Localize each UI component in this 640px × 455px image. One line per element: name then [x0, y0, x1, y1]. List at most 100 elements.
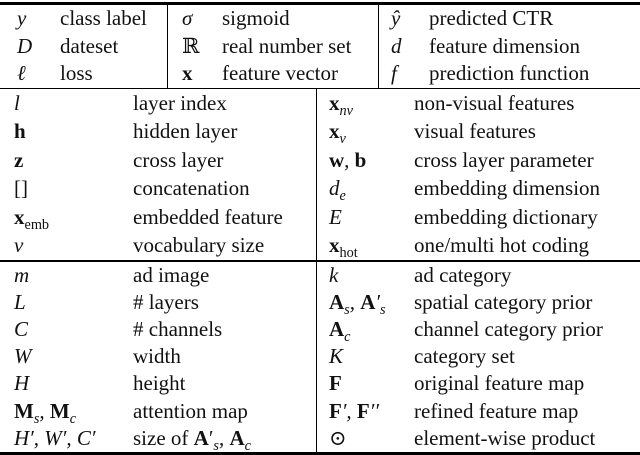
notation-row: z cross layer: [14, 146, 316, 175]
notation-symbol: W: [14, 344, 32, 369]
notation-definition: non-visual features: [414, 90, 575, 115]
notation-definition: ad category: [414, 262, 512, 287]
notation-definition: element-wise product: [414, 425, 596, 450]
notation-symbol: w, b: [329, 147, 367, 172]
notation-row: Ms, Mc attention map: [14, 397, 316, 427]
notation-symbol: ℝ: [182, 33, 200, 58]
notation-symbol: ŷ: [391, 6, 401, 31]
notation-row: As, A′s spatial category prior: [329, 289, 640, 318]
notation-definition: feature vector: [222, 61, 339, 86]
notation-definition: attention map: [133, 398, 248, 423]
notation-row: C # channels: [14, 316, 316, 343]
notation-definition: vocabulary size: [133, 233, 265, 258]
notation-row: Ac channel category prior: [329, 316, 640, 346]
horizontal-rule-section-2: [0, 260, 640, 262]
notation-symbol: C: [14, 316, 29, 341]
notation-symbol: xhot: [329, 233, 358, 262]
notation-row: xhot one/multi hot coding: [329, 232, 640, 262]
notation-definition: feature dimension: [429, 33, 581, 58]
notation-symbol: H′, W′, C′: [14, 425, 96, 450]
horizontal-rule-bottom: [0, 451, 640, 455]
notation-definition: concatenation: [133, 176, 250, 201]
notation-definition: width: [133, 344, 181, 369]
notation-symbol: Ms, Mc: [14, 398, 77, 427]
notation-symbol: z: [14, 147, 24, 172]
notation-definition: dateset: [60, 33, 119, 58]
notation-definition: predicted CTR: [429, 6, 554, 31]
notation-symbol: v: [14, 233, 24, 258]
notation-symbol: y: [17, 6, 27, 31]
notation-definition: sigmoid: [222, 6, 290, 31]
notation-row: ⊙element-wise product: [329, 425, 640, 452]
notation-definition: hidden layer: [133, 119, 238, 144]
notation-symbol: L: [14, 289, 26, 314]
notation-row: xemb embedded feature: [14, 203, 316, 232]
notation-row: H′, W′, C′ size of A′s, Ac: [14, 425, 316, 454]
notation-definition: refined feature map: [414, 398, 579, 423]
notation-symbol: ℓ: [17, 61, 26, 86]
notation-symbol: As, A′s: [329, 289, 386, 318]
notation-definition: original feature map: [414, 371, 585, 396]
notation-symbol: K: [329, 344, 344, 369]
notation-definition: spatial category prior: [414, 289, 593, 314]
notation-symbol: σ: [182, 6, 193, 31]
notation-symbol: d: [391, 33, 402, 58]
notation-symbol: []: [14, 176, 28, 201]
notation-definition: # channels: [133, 316, 223, 341]
notation-definition: category set: [414, 344, 515, 369]
notation-definition: cross layer: [133, 147, 224, 172]
notation-symbol: F′, F′′: [329, 398, 379, 423]
notation-row: m ad image: [14, 262, 316, 289]
notation-symbol: m: [14, 262, 30, 287]
notation-row: F′, F′′ refined feature map: [329, 397, 640, 424]
notation-symbol: xnv: [329, 90, 353, 119]
notation-definition: layer index: [133, 90, 227, 115]
notation-row: h hidden layer: [14, 118, 316, 147]
notation-definition: visual features: [414, 119, 536, 144]
notation-symbol: xv: [329, 119, 346, 148]
notation-definition: class label: [60, 6, 147, 31]
notation-symbol: f: [391, 61, 397, 86]
notation-symbol: xemb: [14, 204, 50, 233]
notation-definition: embedded feature: [133, 204, 283, 229]
notation-symbol: D: [17, 33, 33, 58]
horizontal-rule-section-1: [0, 87, 640, 89]
notation-row: v vocabulary size: [14, 232, 316, 261]
notation-definition: channel category prior: [414, 316, 603, 341]
notation-definition: one/multi hot coding: [414, 233, 589, 258]
notation-symbol: h: [14, 119, 26, 144]
notation-definition: size of A′s, Ac: [133, 425, 251, 454]
notation-definition: ad image: [133, 262, 210, 287]
notation-symbol: Ac: [329, 316, 351, 346]
notation-row: [] concatenation: [14, 175, 316, 204]
notation-symbol: k: [329, 262, 339, 287]
notation-row: d feature dimension: [391, 33, 640, 61]
notation-definition: embedding dictionary: [414, 204, 598, 229]
horizontal-rule-top: [0, 2, 640, 5]
notation-row: σ sigmoid: [182, 5, 378, 33]
notation-symbol: F: [329, 371, 342, 396]
notation-definition: real number set: [222, 33, 352, 58]
notation-row: y class label: [17, 5, 167, 33]
notation-row: L# layers: [14, 289, 316, 316]
